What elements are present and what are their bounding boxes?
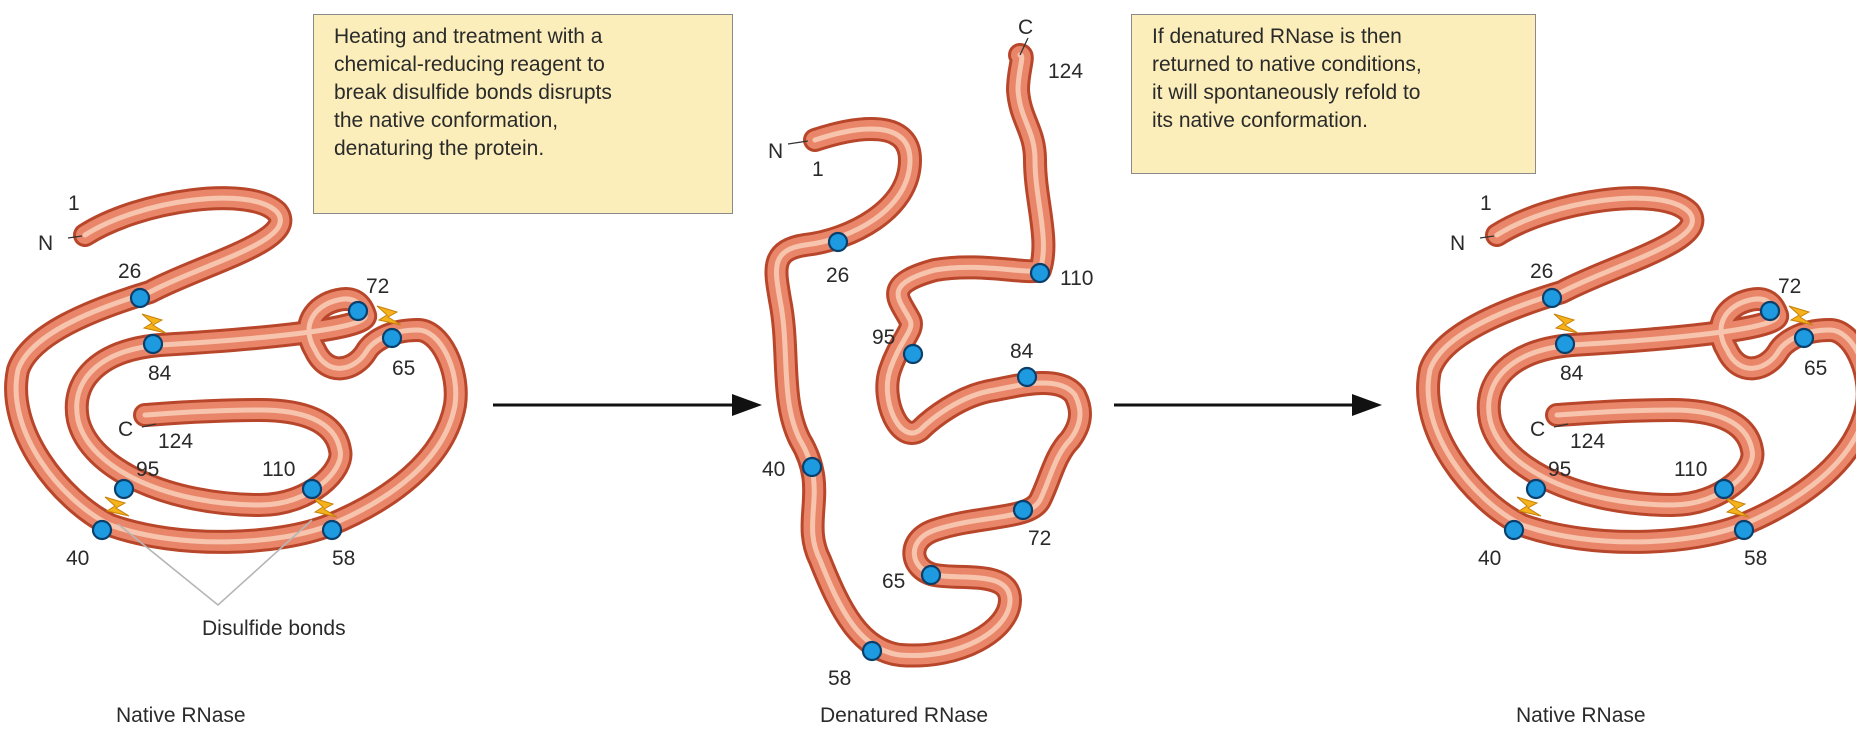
- refolding-note: If denatured RNase is then returned to n…: [1131, 14, 1536, 174]
- residue-label: 65: [1804, 357, 1827, 380]
- disulfide-bond-26-84: [141, 313, 167, 334]
- panel-caption: Native RNase: [1516, 704, 1646, 727]
- residue-label: 110: [1674, 458, 1707, 481]
- note-line: it will spontaneously refold to: [1152, 81, 1421, 104]
- cysteine-dot: [1029, 262, 1051, 284]
- denatured-rnase: C 124 N 1 26 110 95 84 40 72 65 58 Denat…: [762, 16, 1093, 727]
- cysteine-dot: [321, 519, 343, 541]
- note-line: the native conformation,: [334, 109, 559, 132]
- cysteine-dot: [827, 231, 849, 253]
- note-line: chemical-reducing reagent to: [334, 53, 605, 76]
- residue-label: 26: [118, 260, 141, 283]
- cysteine-dot: [920, 564, 942, 586]
- cysteine-dot: [381, 327, 403, 349]
- cysteine-dot: [113, 478, 135, 500]
- c-terminus-label: C: [1018, 16, 1033, 39]
- cysteine-dot: [142, 333, 164, 355]
- n-terminus-label: N: [1450, 232, 1465, 255]
- denaturation-note: Heating and treatment with a chemical-re…: [313, 14, 733, 214]
- residue-label: 124: [1048, 60, 1083, 83]
- c-terminus-label: C: [1530, 418, 1545, 441]
- n-terminus-label: N: [38, 232, 53, 255]
- cysteine-dot: [1541, 287, 1563, 309]
- disulfide-bond-65-72: [376, 305, 402, 326]
- cysteine-markers: [91, 287, 403, 541]
- residue-label: 40: [66, 547, 89, 570]
- residue-label: 95: [136, 458, 159, 481]
- panel-caption: Native RNase: [116, 704, 246, 727]
- cysteine-markers: [801, 231, 1051, 662]
- residue-label: 1: [812, 158, 824, 181]
- note-line: its native conformation.: [1152, 109, 1368, 132]
- cysteine-dot: [1793, 327, 1815, 349]
- cysteine-dot: [1759, 300, 1781, 322]
- residue-label: 95: [872, 326, 895, 349]
- residue-label: 1: [1480, 192, 1492, 215]
- disulfide-bond-40-95: [1516, 496, 1542, 517]
- cysteine-dot: [1554, 333, 1576, 355]
- residue-label: 84: [1560, 362, 1584, 385]
- note-line: denaturing the protein.: [334, 137, 545, 160]
- note-line: returned to native conditions,: [1152, 53, 1422, 76]
- residue-label: 65: [882, 570, 905, 593]
- note-line: If denatured RNase is then: [1152, 25, 1402, 48]
- residue-label: 84: [1010, 340, 1034, 363]
- disulfide-bond-40-95: [104, 496, 130, 517]
- bond-pointer-lines: [117, 519, 313, 607]
- cysteine-dot: [902, 343, 924, 365]
- native-rnase-left: 1 N 26 84 72 65 C 124 95 110 40 58 Disul…: [16, 192, 456, 727]
- disulfide-bonds: [1516, 305, 1814, 518]
- residue-label: 110: [1060, 267, 1093, 290]
- cysteine-dot: [1525, 478, 1547, 500]
- process-arrows: [493, 394, 1382, 416]
- cysteine-dot: [1503, 519, 1525, 541]
- cysteine-dot: [91, 519, 113, 541]
- residue-label: 84: [148, 362, 172, 385]
- cysteine-dot: [1016, 366, 1038, 388]
- residue-label: 40: [762, 458, 785, 481]
- disulfide-bond-65-72: [1788, 305, 1814, 326]
- native-rnase-right: 1 N 26 84 72 65 C 124 95 110 40 58 Nativ…: [1428, 192, 1856, 727]
- disulfide-bond-26-84: [1553, 313, 1579, 334]
- cysteine-markers: [1503, 287, 1815, 541]
- residue-label: 40: [1478, 547, 1501, 570]
- residue-label: 58: [828, 667, 851, 690]
- arrow-head: [732, 394, 762, 416]
- cysteine-dot: [1012, 499, 1034, 521]
- cysteine-dot: [301, 478, 323, 500]
- residue-label: 26: [826, 264, 849, 287]
- residue-label: 95: [1548, 458, 1571, 481]
- c-terminus-label: C: [118, 418, 133, 441]
- residue-label: 72: [1028, 527, 1051, 550]
- panel-caption: Denatured RNase: [820, 704, 988, 727]
- residue-label: 110: [262, 458, 295, 481]
- residue-label: 72: [1778, 275, 1801, 298]
- disulfide-bonds-label: Disulfide bonds: [202, 617, 346, 640]
- residue-label: 124: [1570, 430, 1605, 453]
- cysteine-dot: [129, 287, 151, 309]
- note-line: Heating and treatment with a: [334, 25, 603, 48]
- cysteine-dot: [1713, 478, 1735, 500]
- arrow-head: [1352, 394, 1382, 416]
- residue-label: 124: [158, 430, 193, 453]
- note-line: break disulfide bonds disrupts: [334, 81, 612, 104]
- cysteine-dot: [861, 640, 883, 662]
- cysteine-dot: [801, 456, 823, 478]
- residue-label: 26: [1530, 260, 1553, 283]
- disulfide-bonds: [104, 305, 402, 518]
- residue-label: 1: [68, 192, 80, 215]
- residue-label: 58: [1744, 547, 1767, 570]
- cysteine-dot: [347, 300, 369, 322]
- disulfide-bond-58-110: [312, 497, 338, 518]
- n-terminus-label: N: [768, 140, 783, 163]
- residue-label: 58: [332, 547, 355, 570]
- residue-label: 65: [392, 357, 415, 380]
- residue-label: 72: [366, 275, 389, 298]
- cysteine-dot: [1733, 519, 1755, 541]
- disulfide-bond-58-110: [1724, 497, 1750, 518]
